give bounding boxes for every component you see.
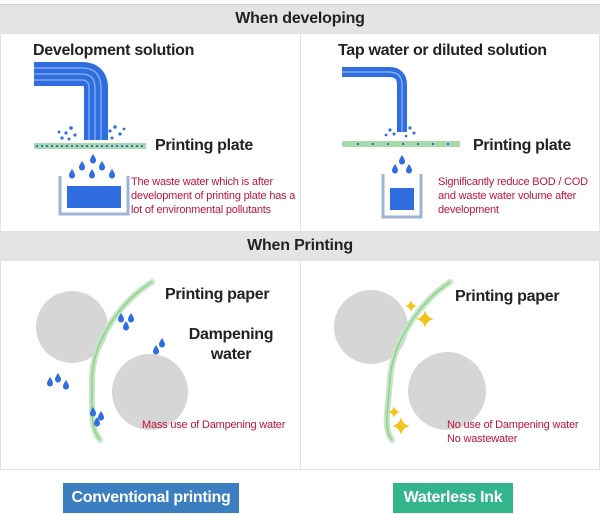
rollers-left: [36, 291, 188, 430]
development-solution-label: Development solution: [33, 42, 195, 59]
conventional-printing-button[interactable]: Conventional printing: [63, 483, 239, 513]
no-dampening-note: No use of Dampening water No wastewater: [447, 418, 579, 446]
tap-water-pipe-thin: [342, 67, 407, 132]
printing-plate-right: [342, 141, 460, 147]
printing-plate-label-left: Printing plate: [155, 137, 254, 154]
rollers-right: [334, 290, 486, 430]
printing-paper-label-left: Printing paper: [165, 286, 270, 303]
waste-tank-right: [381, 174, 423, 219]
no-dampening-line: No use of Dampening water: [447, 419, 579, 431]
conventional-printing-label: Conventional printing: [71, 489, 231, 506]
falling-drops-left: [69, 154, 115, 179]
printing-paper-label-right: Printing paper: [455, 288, 560, 305]
section-title-printing: When Printing: [247, 237, 353, 254]
splash-drops-left: [57, 125, 126, 141]
section-title-developing: When developing: [235, 10, 365, 27]
printing-plate-label-right: Printing plate: [473, 137, 572, 154]
reduce-bod-note: Significantly reduce BOD / COD and waste…: [438, 176, 588, 216]
waste-tank-left: [58, 176, 130, 216]
paper-path-right: [383, 279, 453, 443]
falling-drops-right: [392, 155, 412, 174]
paper-path-left: [88, 279, 155, 443]
splash-drops-right: [384, 126, 416, 138]
tap-water-label: Tap water or diluted solution: [338, 42, 547, 59]
no-wastewater-line: No wastewater: [447, 433, 518, 445]
waterless-ink-label: Waterless Ink: [403, 489, 503, 506]
development-pipe-thick: [34, 62, 108, 140]
dampening-water-label: Dampening water: [188, 326, 274, 363]
waterless-ink-button[interactable]: Waterless Ink: [393, 483, 513, 513]
printing-plate-left: [34, 143, 146, 149]
section-header-developing: When developing: [0, 4, 600, 34]
waste-water-note: The waste water which is after developme…: [131, 176, 296, 216]
mass-dampening-note: Mass use of Dampening water: [142, 419, 286, 431]
